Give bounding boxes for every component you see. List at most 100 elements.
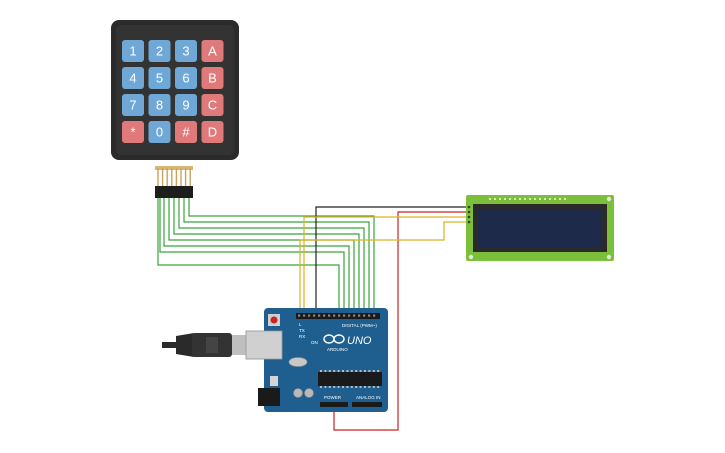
key-cap [148,67,171,89]
key-cap [175,67,197,89]
chip-pin [350,370,353,372]
key-label: C [208,98,217,113]
lcd-pin [508,197,512,201]
keypad-key[interactable]: 5 [148,67,171,89]
chip-pin [324,386,327,388]
digital-pin [368,314,371,317]
key-cap [122,40,144,62]
keypad-key[interactable]: * [122,121,144,143]
usb-strain-relief [176,333,194,357]
digital-pin [343,314,346,317]
chip-pin [368,386,371,388]
lcd-pin [533,197,537,201]
chip-pin [364,370,366,372]
chip-pin [337,386,340,388]
key-label: A [208,44,217,59]
wire-yellow-sda [303,216,466,316]
key-label: 2 [156,44,163,59]
keypad-key[interactable]: 6 [175,67,197,89]
chip-pin [355,370,358,372]
digital-pin [298,314,301,317]
i2c-pin [467,205,471,209]
keypad-key[interactable]: C [201,94,224,116]
key-label: 9 [182,98,189,113]
chip-pin [364,386,366,388]
digital-pin [328,314,331,317]
chip-pin [359,370,362,372]
key-label: 1 [129,44,136,59]
key-label: D [208,125,217,140]
keypad-key[interactable]: 2 [148,40,171,62]
keypad-key[interactable]: 1 [122,40,144,62]
digital-pin [313,314,316,317]
key-cap [201,94,224,116]
chip-pin [324,370,327,372]
arduino-uno[interactable]: DIGITAL (PWM~) TX RX L ARDUINO UNO ON PO… [245,308,388,412]
key-cap [201,40,224,62]
keypad-key[interactable]: 3 [175,40,197,62]
key-label: 8 [156,98,163,113]
crystal-oscillator [288,357,308,367]
keypad-key[interactable]: 7 [122,94,144,116]
keypad-key[interactable]: 8 [148,94,171,116]
lcd-display[interactable] [466,195,614,261]
lcd-pin [528,197,532,201]
keypad-key[interactable]: A [201,40,224,62]
keypad-key[interactable]: 9 [175,94,197,116]
digital-pin [358,314,361,317]
key-cap [148,94,171,116]
brand-label: ARDUINO [327,347,348,352]
key-label: 3 [182,44,189,59]
digital-pin [338,314,341,317]
lcd-pin [543,197,547,201]
chip-pin [346,386,349,388]
wire-red-vcc [333,211,466,431]
chip-pin [333,386,336,388]
lcd-pins [467,197,567,224]
key-label: * [130,125,135,140]
arduino-usb-jack [245,330,283,360]
key-label: 7 [129,98,136,113]
keypad-key[interactable]: # [175,121,197,143]
chip-pin [320,386,322,388]
model-label: UNO [347,335,372,347]
reset-button[interactable] [270,316,278,324]
wire-green-2 [183,198,370,316]
lcd-pin [493,197,497,201]
lcd-screen [478,209,602,247]
keypad-key[interactable]: 4 [122,67,144,89]
keypad-header [155,186,193,198]
chip-pin [328,370,331,372]
lcd-pin [503,197,507,201]
digital-pin [308,314,311,317]
key-cap [122,121,144,143]
lcd-pin [548,197,552,201]
wire-green-7 [159,198,345,316]
keypad-key[interactable]: B [201,67,224,89]
key-label: 0 [156,125,163,140]
digital-pin [303,314,306,317]
keypad-key[interactable]: D [201,121,224,143]
chip-pin [328,386,331,388]
digital-label: DIGITAL (PWM~) [342,323,377,328]
digital-pin [353,314,356,317]
key-label: 4 [129,71,136,86]
i2c-pin [467,220,471,224]
lcd-pin [513,197,517,201]
lcd-wires [299,206,466,431]
lcd-mount-hole [606,196,612,202]
key-cap [148,40,171,62]
power-header [320,402,348,407]
keypad-key[interactable]: 0 [148,121,171,143]
capacitor [304,388,314,398]
chip-pin [372,370,375,372]
lcd-mount-hole [468,254,474,260]
analog-header [352,402,382,407]
key-label: B [208,71,217,86]
digital-pin [318,314,321,317]
wire-yellow-scl [299,221,466,316]
